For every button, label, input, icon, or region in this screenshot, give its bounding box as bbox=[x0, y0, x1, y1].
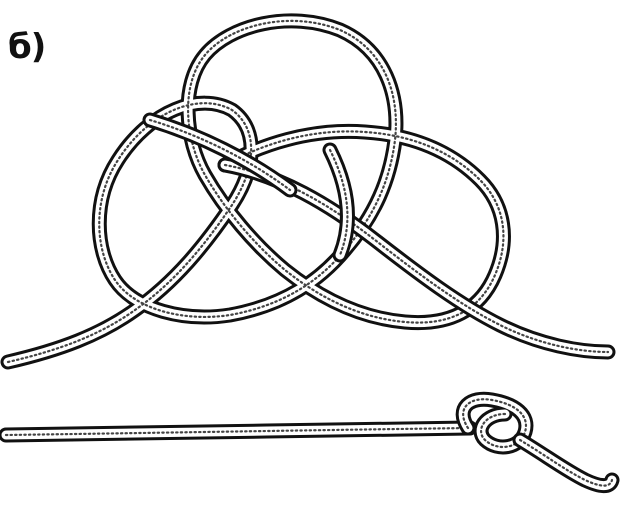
rope-tag-end bbox=[520, 440, 612, 486]
rope-standing-line bbox=[6, 428, 470, 435]
finished-knot bbox=[6, 399, 612, 485]
trefoil-knot bbox=[8, 21, 608, 362]
rope-strand-main bbox=[8, 21, 503, 362]
panel-label: б) bbox=[8, 30, 45, 64]
